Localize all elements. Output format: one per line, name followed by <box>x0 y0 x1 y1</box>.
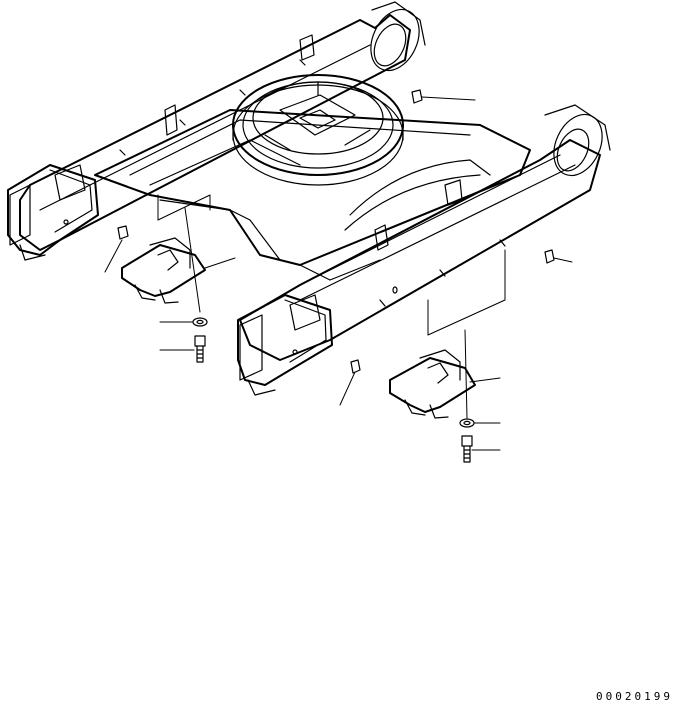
right-washer <box>459 418 475 428</box>
right-bolt <box>461 435 473 463</box>
frame-plug-4 <box>350 359 361 374</box>
right-track-rail <box>239 139 601 361</box>
frame-braces <box>164 34 491 251</box>
swing-circle <box>232 74 404 186</box>
drawing-number: 00020199 <box>596 690 673 703</box>
left-front-bracket <box>7 164 99 261</box>
frame-plug-1 <box>411 89 423 104</box>
left-sprocket-housing <box>370 1 426 72</box>
center-frame <box>94 109 531 281</box>
left-bolt <box>194 335 206 363</box>
frame-plug-3 <box>544 249 555 264</box>
left-washer <box>192 317 208 327</box>
left-track-guard <box>121 237 206 304</box>
right-front-bracket <box>237 294 333 396</box>
right-track-guard <box>389 349 476 419</box>
right-sprocket-housing <box>544 104 611 177</box>
leader-lines <box>104 96 573 451</box>
frame-plug-2 <box>117 225 129 240</box>
